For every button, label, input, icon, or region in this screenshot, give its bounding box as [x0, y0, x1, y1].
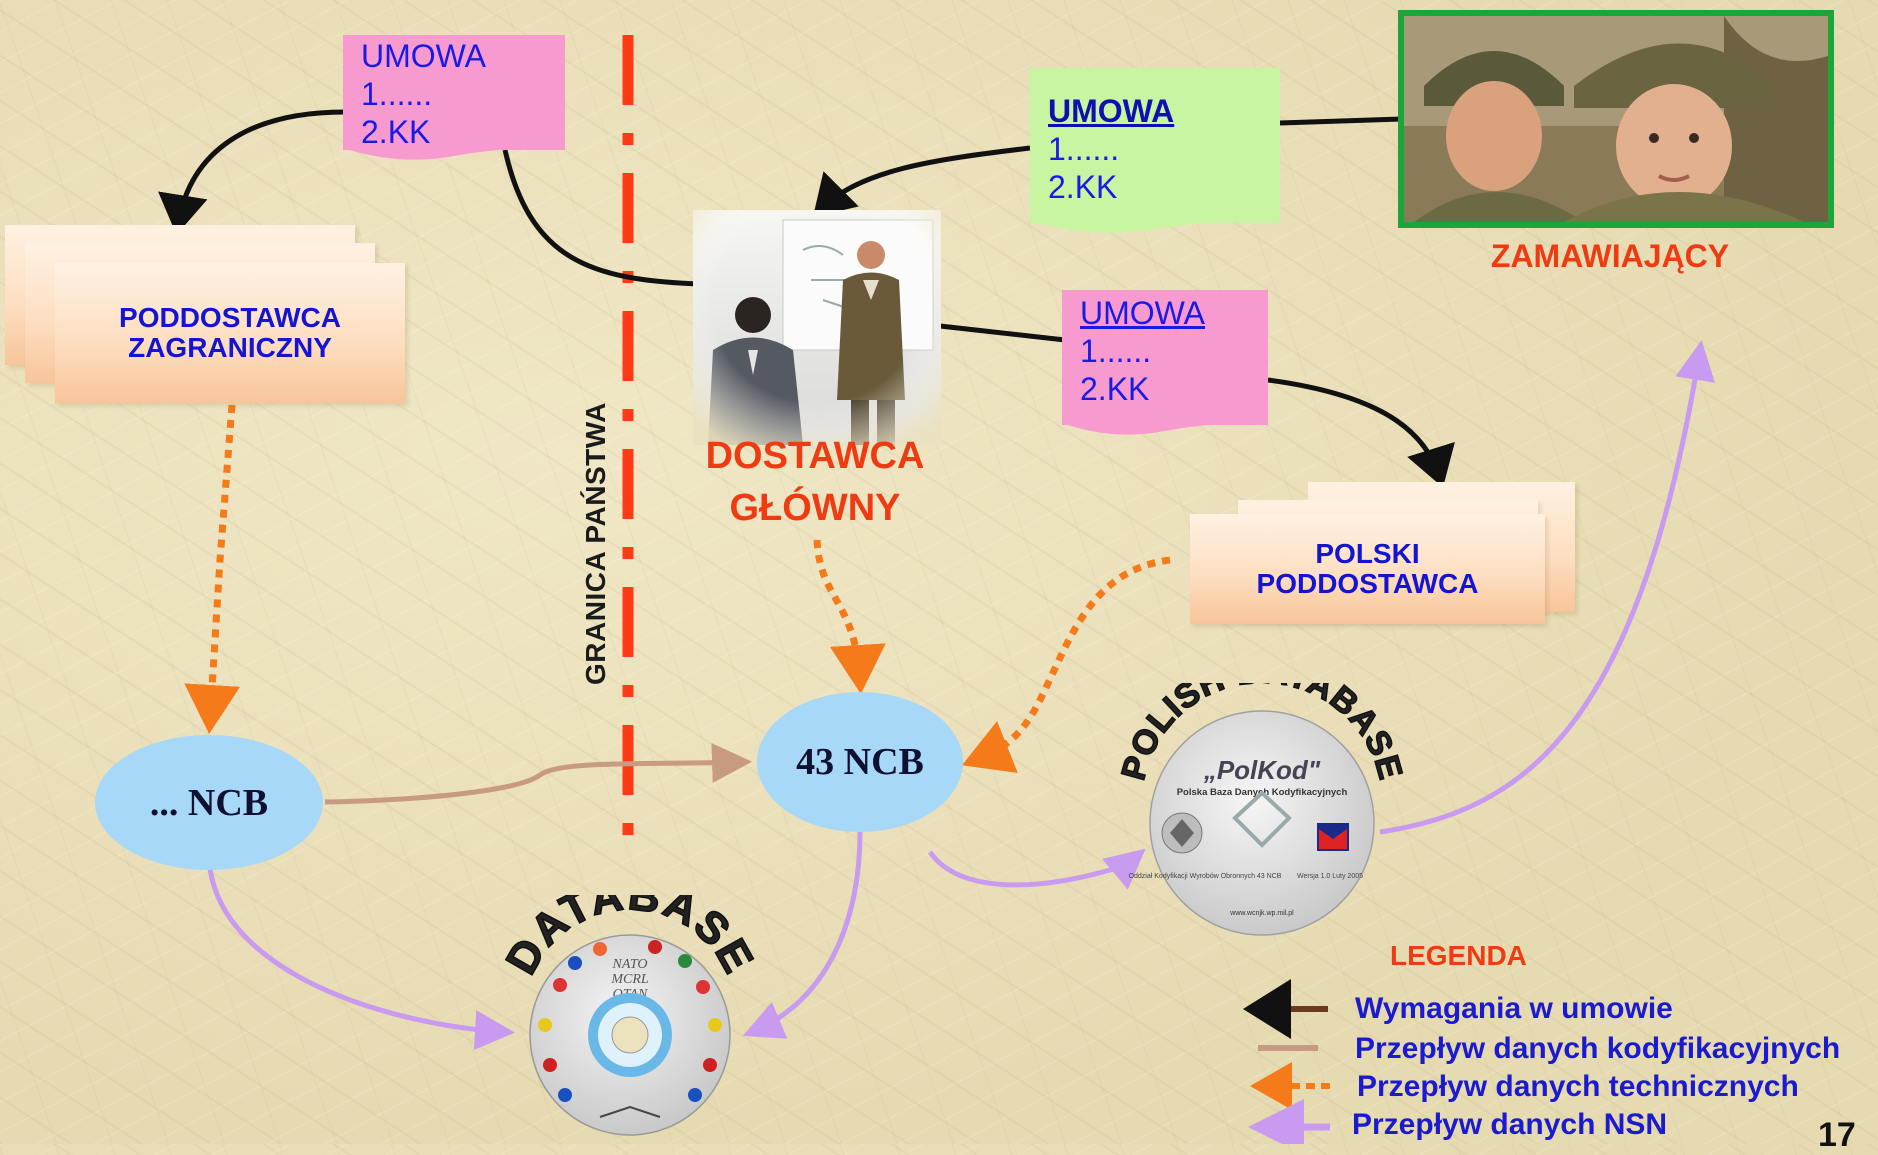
disc-center-line-1: NATO	[611, 957, 647, 972]
legend-item-nsn: Przepływ danych NSN	[1352, 1108, 1668, 1141]
flag-ring	[538, 940, 722, 1102]
contract-title: UMOWA	[1080, 295, 1206, 331]
contract-arrow-polish	[1267, 377, 1455, 488]
nsn-flow-polkod-orderer	[1379, 340, 1715, 835]
ncb-43-label: 43 NCB	[796, 741, 924, 783]
contract-note-foreign: UMOWA 1...... 2.KK	[343, 35, 565, 160]
polish-subcontractor-label: POLSKI PODDOSTAWCA	[1256, 538, 1479, 599]
codification-flow	[324, 742, 752, 805]
technical-flow-polish	[962, 556, 1171, 773]
page-number: 17	[1818, 1116, 1856, 1154]
legend-title: LEGENDA	[1390, 940, 1527, 971]
orderer-label: ZAMAWIAJĄCY	[1490, 238, 1730, 274]
contract-line-2: 2.KK	[1048, 169, 1118, 205]
contract-line-supplier-foreign	[502, 149, 701, 287]
state-border-label: GRANICA PAŃSTWA	[580, 402, 611, 685]
contract-arrow-foreign	[158, 109, 346, 235]
main-supplier-label: DOSTAWCA GŁÓWNY	[705, 435, 925, 529]
contract-line-2: 2.KK	[361, 114, 431, 150]
legend-item-codification: Przepływ danych kodyfikacyjnych	[1355, 1032, 1841, 1065]
legend-item-contract: Wymagania w umowie	[1355, 992, 1673, 1025]
disc-center-line-2: MCRL	[610, 972, 649, 987]
ncb-43-node: 43 NCB	[757, 692, 963, 832]
contract-arrow-supplier	[812, 145, 1031, 218]
foreign-subcontractor-label: PODDOSTAWCA ZAGRANICZNY	[119, 302, 341, 363]
contract-line-1: 1......	[361, 76, 433, 112]
contract-line-1: 1......	[1048, 131, 1120, 167]
polkod-url: www.wcnjk.wp.mil.pl	[1229, 910, 1294, 917]
contract-note-orderer: UMOWA 1...... 2.KK	[1030, 68, 1280, 233]
nsn-flow-43ncb-polkod	[927, 848, 1146, 890]
foreign-ncb-node: ... NCB	[95, 735, 323, 870]
nsn-flow-foreign-ncb	[207, 867, 515, 1051]
polkod-title: „PolKod"	[1203, 755, 1321, 785]
legend-item-technical: Przepływ danych technicznych	[1357, 1070, 1799, 1103]
technical-flow-foreign	[184, 404, 241, 734]
foreign-ncb-label: ... NCB	[149, 781, 269, 824]
contract-title: UMOWA	[1048, 93, 1175, 129]
foreign-subcontractor-box: PODDOSTAWCA ZAGRANICZNY	[5, 225, 405, 405]
contract-title: UMOWA	[361, 38, 487, 74]
polkod-version-text: Wersja 1.0 Luty 2005	[1297, 873, 1363, 880]
polish-subcontractor-box: POLSKI PODDOSTAWCA	[1190, 482, 1575, 627]
polkod-unit-text: Oddział Kodyfikacji Wyrobów Obronnych 43…	[1129, 873, 1282, 880]
contract-line-2: 2.KK	[1080, 371, 1150, 407]
polkod-database-disc: POLISH DATABASE „PolKod" Polska Baza Dan…	[1120, 683, 1405, 936]
technical-flow-main	[813, 539, 886, 694]
nsn-flow-43ncb-database	[742, 831, 863, 1039]
nato-database-disc: DATABASE NATO MCRL OTAN	[505, 895, 755, 1136]
contract-line-supplier-polish	[939, 323, 1066, 343]
contract-note-polish: UMOWA 1...... 2.KK	[1062, 290, 1268, 435]
businessmen-photo	[693, 210, 941, 445]
contract-line-1: 1......	[1080, 333, 1152, 369]
note-wave	[1030, 221, 1280, 233]
soldiers-photo	[1398, 10, 1834, 228]
note-wave	[343, 148, 565, 160]
note-wave	[1062, 423, 1268, 435]
contract-line-orderer	[1279, 116, 1401, 126]
